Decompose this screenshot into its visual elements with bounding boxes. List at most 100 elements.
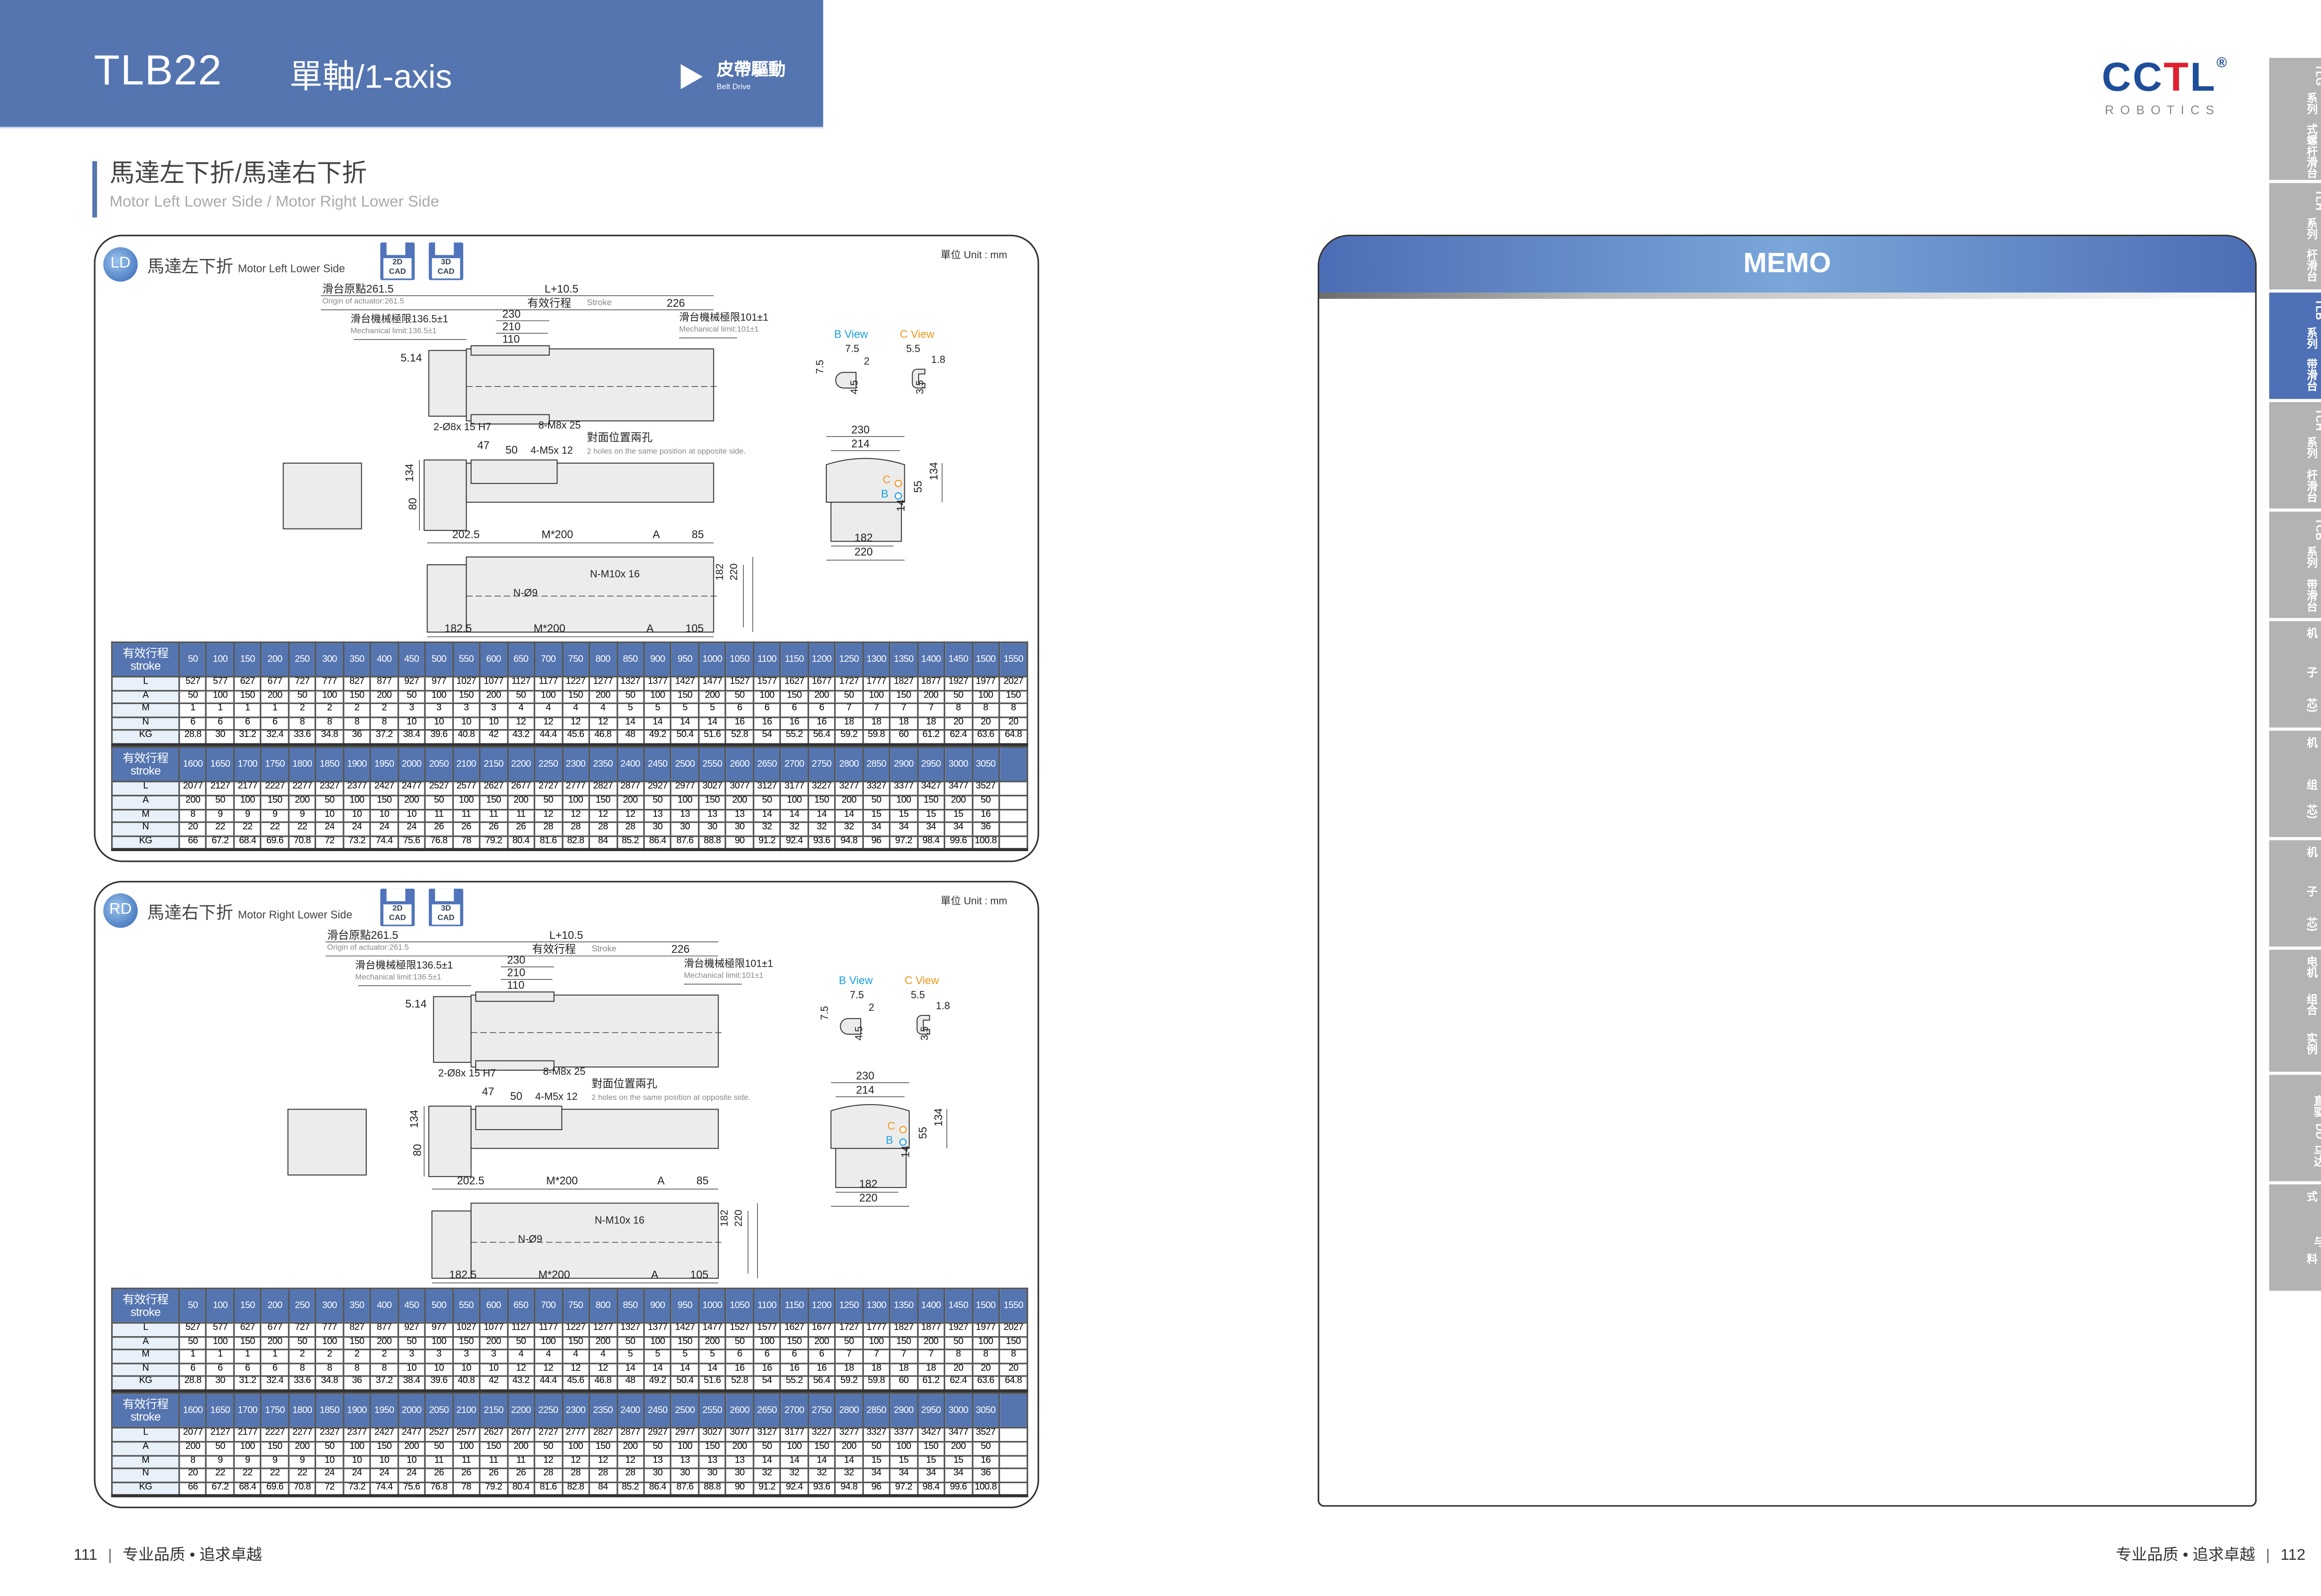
stroke-value: 2900 <box>889 1393 918 1429</box>
spec-cell: 200 <box>944 795 973 810</box>
spec-cell: 28 <box>616 1468 645 1483</box>
spec-cell: 60 <box>889 730 918 746</box>
spec-cell: 5 <box>643 1349 672 1364</box>
dim-label-origin-en: Origin of actuator:261.5 <box>327 943 409 953</box>
spec-cell: 22 <box>287 1468 317 1483</box>
row-label: L <box>111 1428 180 1443</box>
spec-cell: 8 <box>315 1362 344 1377</box>
spec-cell: 2527 <box>424 1428 454 1443</box>
dim-label-mech-right-cn: 滑台機械極限101±1 <box>684 959 773 970</box>
spec-cell: 727 <box>287 1322 317 1338</box>
spec-cell: 14 <box>834 808 864 824</box>
stroke-value: 2650 <box>752 1393 782 1429</box>
side-tab-9[interactable]: 直线电机智能组合平台与实例 <box>2269 950 2321 1072</box>
stroke-value: 1600 <box>178 747 207 783</box>
spec-cell: 38.4 <box>397 730 426 746</box>
spec-cell: 6 <box>178 1362 207 1377</box>
spec-cell: 3277 <box>834 1428 864 1443</box>
spec-cell: 200 <box>698 1335 727 1350</box>
spec-cell: 11 <box>506 1454 536 1470</box>
spec-cell: 15 <box>889 1454 918 1470</box>
spec-cell: 32.4 <box>260 730 290 746</box>
spec-cell: 10 <box>424 1362 454 1377</box>
side-tab-5[interactable]: TCB模组系列无尘/皮带滑台 <box>2269 511 2321 618</box>
side-tab-line: 直线电机 <box>2306 737 2321 770</box>
spec-cell: 16 <box>779 1362 809 1377</box>
dim-label-c-18: 1.8 <box>931 355 946 366</box>
spec-cell: 1077 <box>479 1322 508 1338</box>
side-tab-line: 模组系列 <box>2306 92 2321 115</box>
dim-label-e-c: C <box>882 475 891 487</box>
spec-cell: 22 <box>206 1468 235 1483</box>
spec-cell: 1027 <box>452 676 481 691</box>
spec-cell: 5 <box>698 1349 727 1364</box>
dim-label-stroke-cn: 有效行程 <box>532 945 576 956</box>
spec-cell: 1527 <box>725 1322 754 1338</box>
spec-cell: 150 <box>670 689 700 704</box>
stroke-value: 1550 <box>998 641 1028 678</box>
panel-title-en: Motor Right Lower Side <box>238 911 353 922</box>
spec-cell: 1227 <box>561 676 590 691</box>
spec-cell: 44.4 <box>533 730 563 746</box>
spec-cell: 24 <box>315 1468 344 1483</box>
stroke-value: 1400 <box>916 1287 946 1324</box>
dim-label-d514: 5.14 <box>405 1000 427 1011</box>
dim-label-stroke-en: Stroke <box>587 298 612 309</box>
block-gap <box>112 1391 1027 1394</box>
spec-cell: 2027 <box>998 1322 1028 1338</box>
spec-cell: 100 <box>315 1335 344 1350</box>
dim-label-h80: 80 <box>408 498 420 510</box>
spec-cell: 14 <box>834 1454 864 1470</box>
spec-cell: 3327 <box>862 1428 891 1443</box>
side-tab-11[interactable]: 组合样式与需求资料 <box>2269 1184 2321 1291</box>
spec-cell: 34 <box>916 1468 946 1483</box>
spec-cell: 24 <box>315 821 344 837</box>
side-tab-6[interactable]: 直线电机动定子(有铁芯) <box>2269 621 2321 728</box>
spec-cell: 16 <box>752 1362 782 1377</box>
spec-cell: 22 <box>206 821 235 837</box>
side-tab-3[interactable]: TLB模组系列一般/皮带滑台 <box>2269 292 2321 399</box>
stroke-value: 1250 <box>834 1287 864 1324</box>
dim-label-b-view: B View <box>839 976 873 988</box>
side-tab-2[interactable]: TLH模组系列一般/螺杆滑台 <box>2269 183 2321 290</box>
spec-cell: 74.4 <box>370 1481 399 1498</box>
dim-label-h134: 134 <box>405 463 416 482</box>
side-tab-1[interactable]: TLG模组系列一般/内嵌式螺杆滑台 <box>2269 58 2321 180</box>
spec-cell: 100 <box>315 689 344 704</box>
spec-cell: 3427 <box>916 781 946 797</box>
spec-cell: 50 <box>397 689 426 704</box>
dim-label-b-75w: 7.5 <box>845 344 860 355</box>
dim-label-bot-105: 105 <box>690 1270 709 1282</box>
side-tab-7[interactable]: 直线电机模组(有铁芯) <box>2269 730 2321 837</box>
spec-cell: 28.8 <box>178 730 207 746</box>
spec-cell: 30 <box>725 821 754 837</box>
dim-label-d230: 230 <box>502 310 521 321</box>
spec-cell: 6 <box>725 1349 754 1364</box>
spec-cell: 200 <box>807 1335 836 1350</box>
spec-cell: 2577 <box>452 781 481 797</box>
dim-label-origin-cn: 滑台原點261.5 <box>322 284 394 296</box>
side-tab-8[interactable]: 直线电机动定子(无铁芯) <box>2269 840 2321 947</box>
spec-cell: 2477 <box>397 1428 426 1443</box>
stroke-value: 100 <box>206 1287 235 1324</box>
spec-cell: 14 <box>698 1362 727 1377</box>
spec-cell: 9 <box>260 1454 290 1470</box>
spec-cell: 32 <box>834 821 864 837</box>
spec-cell: 30 <box>206 1376 235 1392</box>
stroke-value: 2250 <box>533 1393 563 1429</box>
stroke-value: 900 <box>643 641 672 678</box>
stroke-value: 550 <box>452 641 481 678</box>
spec-cell: 2627 <box>479 1428 508 1443</box>
stroke-value: 1300 <box>862 1287 891 1324</box>
side-tab-line: TCH <box>2313 408 2321 431</box>
side-tab-4[interactable]: TCH模组系列无尘/螺杆滑台 <box>2269 402 2321 509</box>
